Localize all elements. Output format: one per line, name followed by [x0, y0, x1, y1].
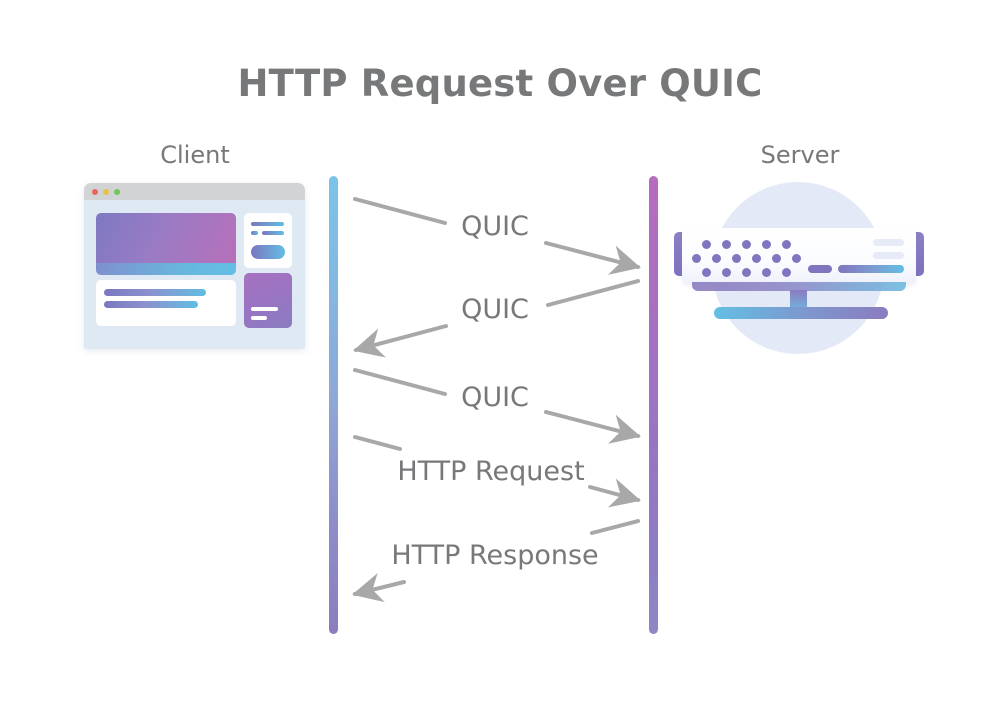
server-dot [722, 268, 731, 277]
browser-sidebar-panel [244, 273, 292, 328]
actor-label-client: Client [160, 141, 230, 169]
server-illustration [668, 182, 930, 354]
message-label-quic-3: QUIC [461, 382, 529, 413]
close-icon [92, 189, 98, 195]
server-dot [782, 240, 791, 249]
message-label-quic-2: QUIC [461, 294, 529, 325]
page-title: HTTP Request Over QUIC [237, 62, 763, 105]
server-dot [762, 268, 771, 277]
maximize-icon [114, 189, 120, 195]
server-dot [762, 240, 771, 249]
server-dot [782, 268, 791, 277]
browser-text-line [251, 222, 284, 226]
browser-window-icon [84, 183, 305, 349]
browser-titlebar [84, 183, 305, 200]
server-dot [732, 254, 741, 263]
lifeline-server [649, 176, 658, 634]
browser-hero-footer-bar [96, 263, 236, 275]
client-browser-illustration [84, 183, 305, 349]
message-label-quic-1: QUIC [461, 211, 529, 242]
server-status-bar [873, 252, 904, 259]
server-led-short [808, 265, 832, 273]
server-dot [752, 254, 761, 263]
server-dot [712, 254, 721, 263]
actor-label-server: Server [760, 141, 840, 169]
browser-text-line [104, 289, 206, 296]
message-label-http-response: HTTP Response [391, 540, 599, 571]
server-stand-neck [790, 290, 807, 312]
server-dot [772, 254, 781, 263]
browser-cta-button-shape [251, 245, 285, 259]
server-dot [742, 268, 751, 277]
message-label-http-request: HTTP Request [397, 456, 585, 487]
browser-sidebar-card [244, 213, 292, 268]
browser-text-line [251, 231, 258, 235]
browser-text-line [251, 316, 267, 320]
server-led-long [838, 265, 904, 273]
server-dot [742, 240, 751, 249]
lifeline-client [329, 176, 338, 634]
browser-text-line [262, 231, 284, 235]
server-dot [792, 254, 801, 263]
rack-server-icon [682, 228, 916, 284]
server-unit-base-shadow [692, 282, 906, 291]
server-dot [692, 254, 701, 263]
browser-text-line [104, 301, 198, 308]
minimize-icon [103, 189, 109, 195]
browser-text-line [251, 307, 278, 311]
server-dot [722, 240, 731, 249]
server-stand-base [714, 307, 888, 319]
server-status-bar [873, 239, 904, 246]
browser-body-card [96, 280, 236, 326]
server-dot [702, 240, 711, 249]
server-dot [702, 268, 711, 277]
